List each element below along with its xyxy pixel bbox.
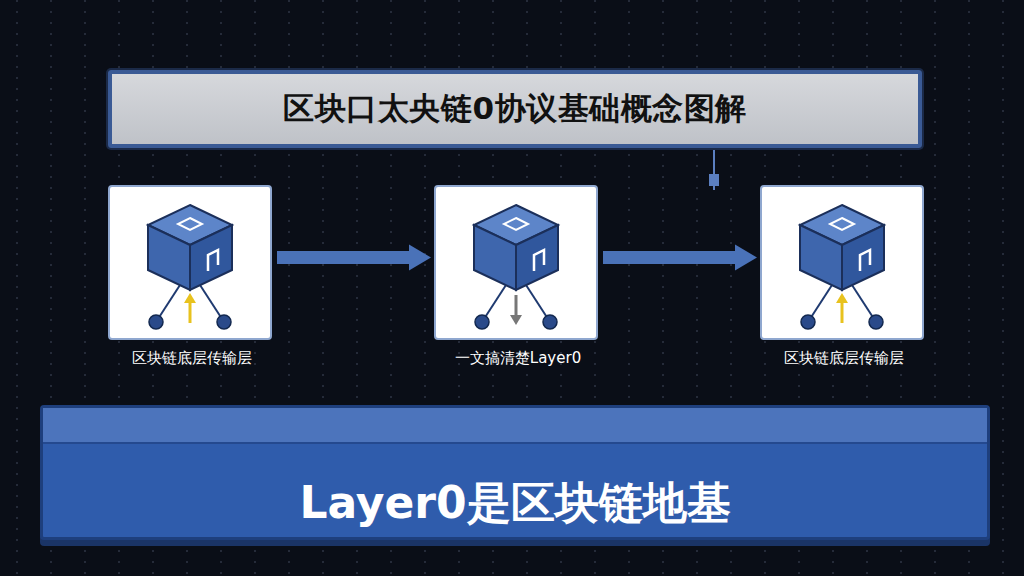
up-arrow-head: [184, 293, 196, 303]
node-dot: [543, 315, 557, 329]
arrow-shaft: [277, 251, 411, 264]
cube-left: [474, 225, 516, 290]
link-line: [156, 285, 180, 322]
cube-icon: [148, 205, 232, 329]
layer-card: 一文搞清楚Layer0: [434, 185, 598, 340]
link-line: [482, 285, 506, 322]
banner-connector: [709, 150, 719, 190]
up-arrow: [841, 299, 844, 323]
node-label: 一文搞清楚Layer0: [406, 349, 630, 368]
cube-right: [842, 225, 884, 290]
layer-card: 区块链底层传输层: [108, 185, 272, 340]
down-arrow-head: [510, 315, 522, 325]
node-label: 区块链底层传输层: [732, 349, 956, 368]
node-dot: [801, 315, 815, 329]
flow-arrow: [603, 245, 757, 271]
flow-arrow: [277, 245, 431, 271]
node-dot: [149, 315, 163, 329]
up-arrow: [189, 299, 192, 323]
cube-symbol: [178, 218, 202, 230]
cube-symbol: [830, 218, 854, 230]
cube-right: [190, 225, 232, 290]
cube-left: [148, 225, 190, 290]
connector-block: [709, 174, 719, 186]
title-banner: 区块口太央链0协议基础概念图解: [108, 70, 922, 148]
arrow-head: [735, 245, 757, 271]
down-arrow: [515, 295, 518, 317]
node-dot: [475, 315, 489, 329]
up-arrow-head: [836, 293, 848, 303]
layer-card: 区块链底层传输层: [760, 185, 924, 340]
cube-right: [516, 225, 558, 290]
foundation-slab: Layer0是区块链地基: [40, 405, 990, 540]
link-line: [200, 285, 224, 322]
connector-line: [713, 150, 715, 190]
link-line: [852, 285, 876, 322]
cube-top: [148, 205, 232, 245]
cube-symbol: [534, 250, 544, 271]
cube-left: [800, 225, 842, 290]
cube-icon: [800, 205, 884, 329]
cube-icon: [474, 205, 558, 329]
cube-symbol: [504, 218, 528, 230]
cube-symbol: [208, 250, 218, 271]
cube-symbol: [860, 250, 870, 271]
node-dot: [869, 315, 883, 329]
link-line: [808, 285, 832, 322]
node-label: 区块口太央链0协议基础概念图解: [283, 88, 746, 130]
link-line: [526, 285, 550, 322]
arrow-shaft: [603, 251, 737, 264]
cube-top: [800, 205, 884, 245]
cube-top: [474, 205, 558, 245]
node-label: Layer0是区块链地基: [43, 474, 987, 533]
node-label: 区块链底层传输层: [80, 349, 304, 368]
node-dot: [217, 315, 231, 329]
arrow-head: [409, 245, 431, 271]
